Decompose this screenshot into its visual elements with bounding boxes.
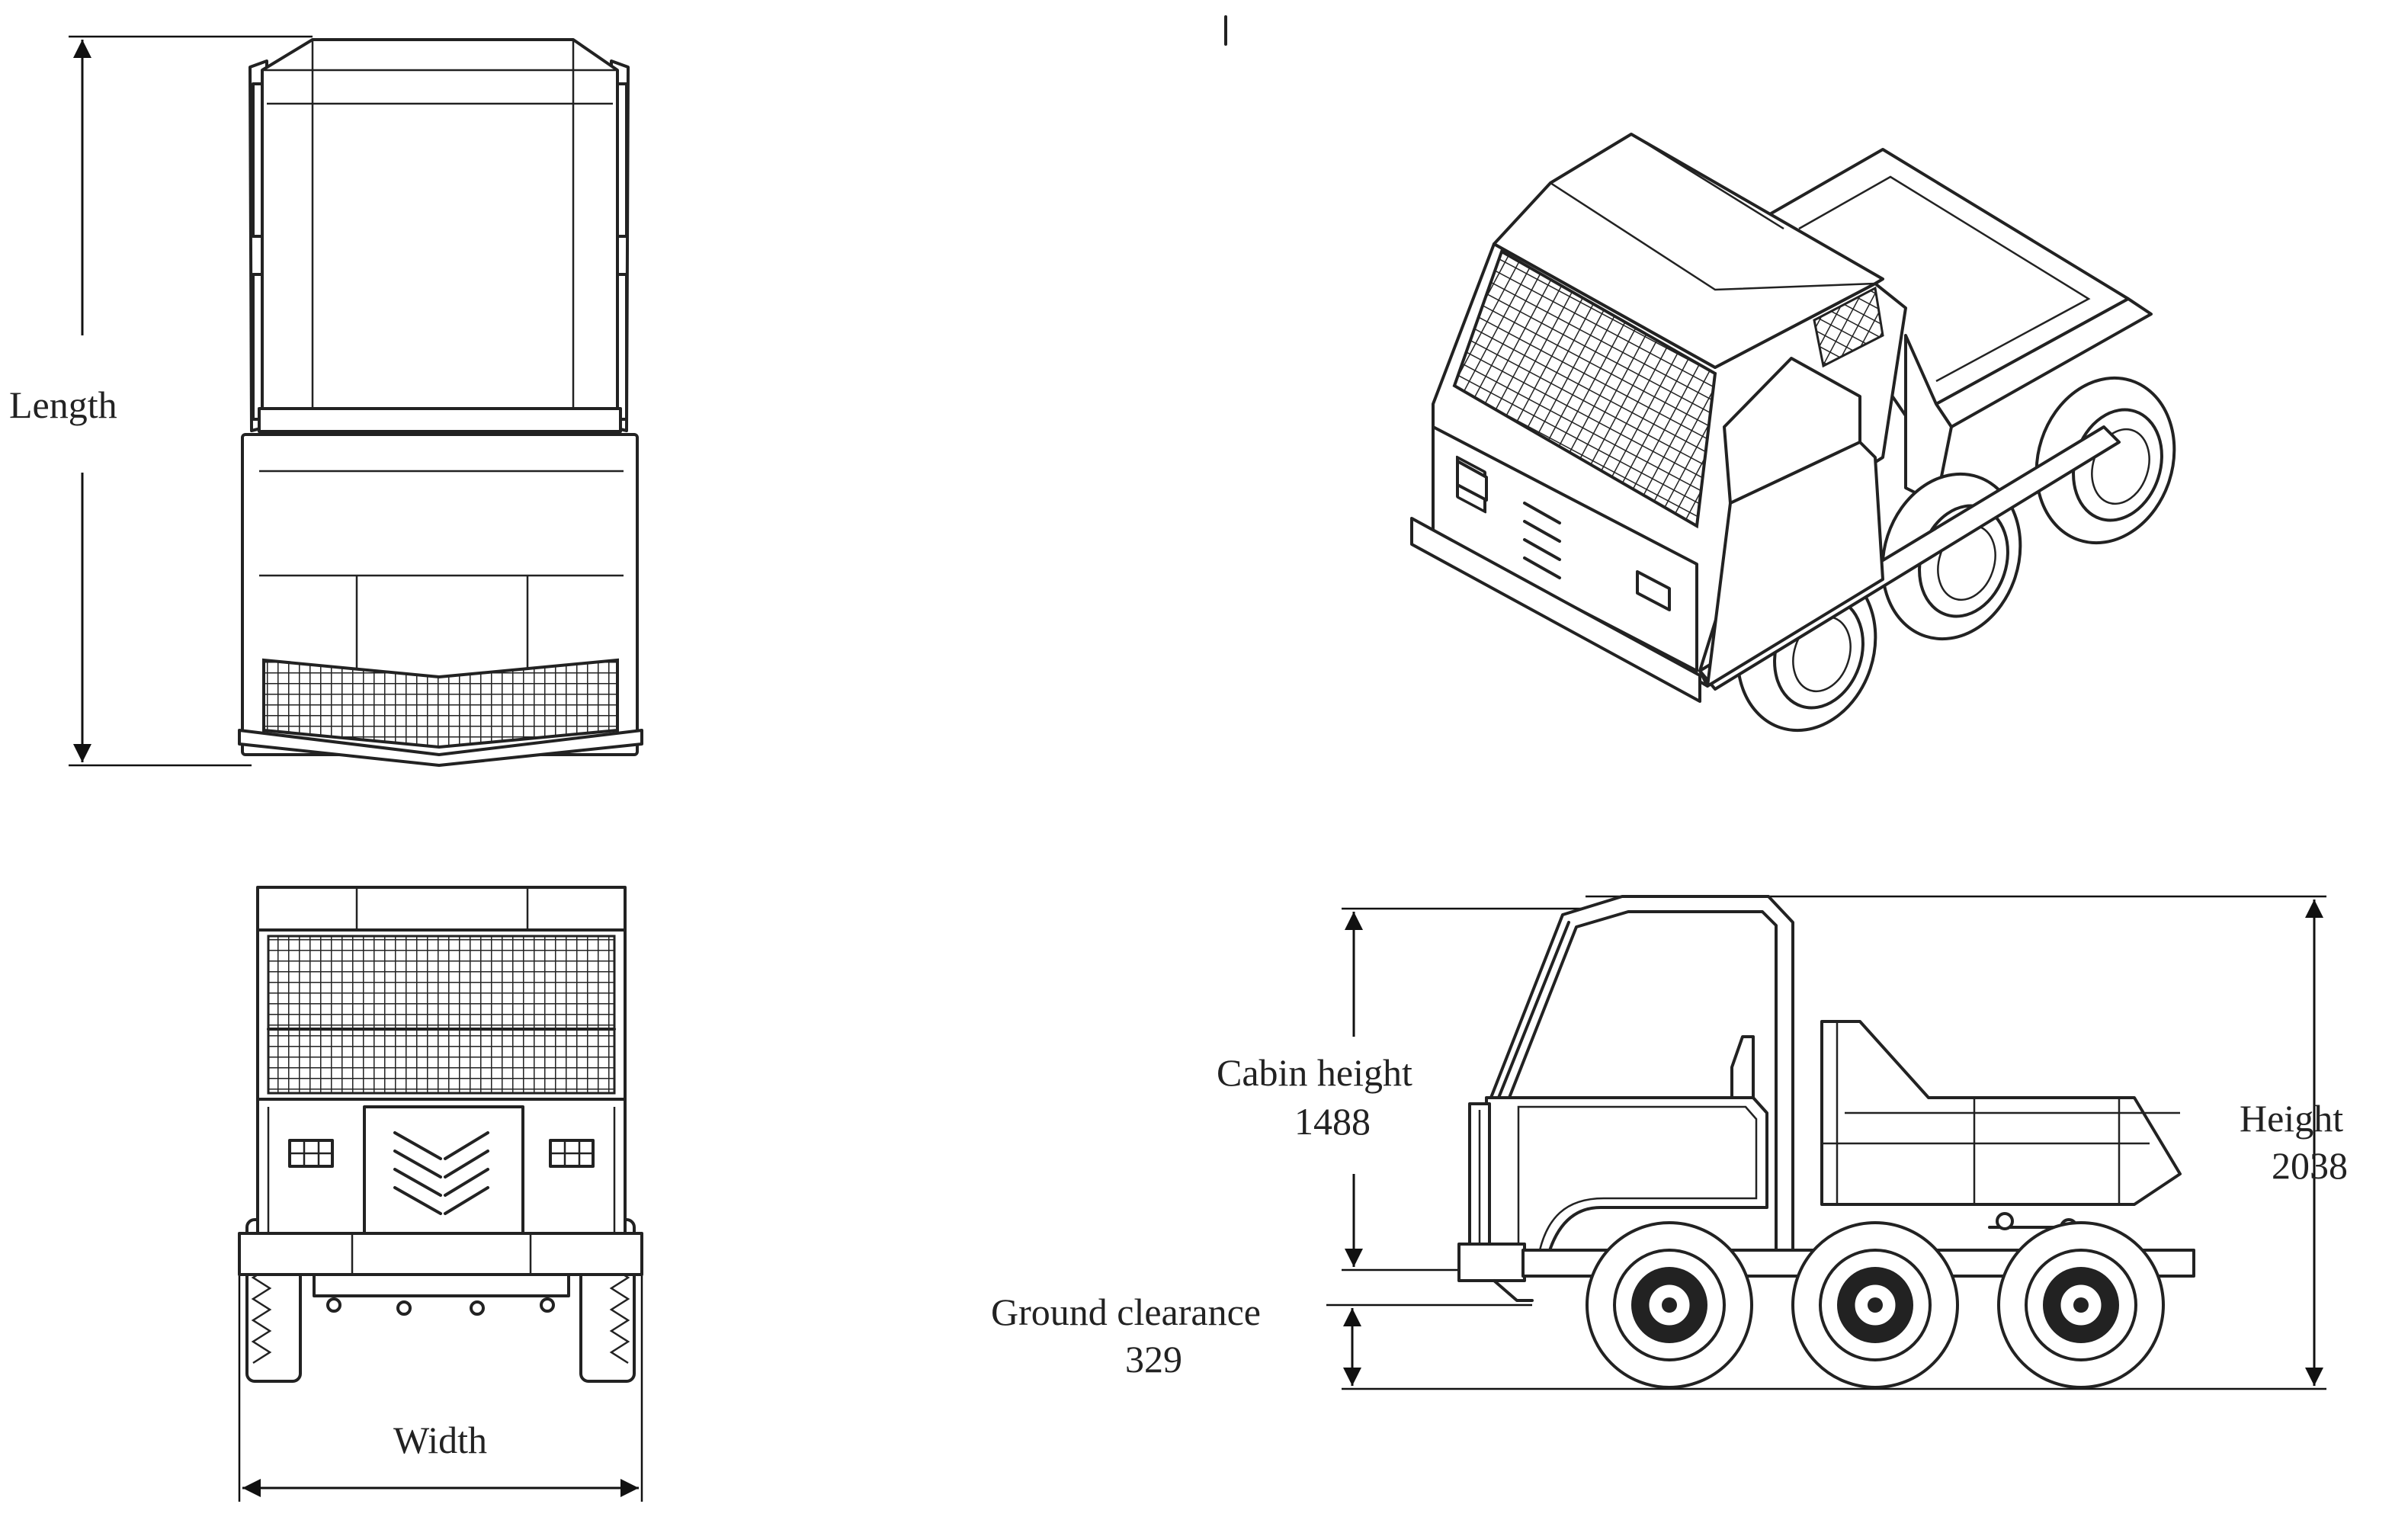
side-wheel-front bbox=[1586, 1221, 1753, 1389]
ground-clearance-label: Ground clearance bbox=[991, 1291, 1261, 1333]
length-label: Length bbox=[9, 383, 117, 426]
iso-wheel-rear bbox=[2034, 376, 2176, 545]
top-view: Length bbox=[9, 35, 643, 767]
height-label: Height bbox=[2240, 1097, 2343, 1140]
cabin-height-label: Cabin height bbox=[1217, 1051, 1412, 1094]
side-wheel-middle bbox=[1791, 1221, 1959, 1389]
ground-clearance-value: 329 bbox=[1125, 1338, 1182, 1381]
front-view: Width bbox=[238, 886, 643, 1502]
height-value: 2038 bbox=[2272, 1144, 2348, 1187]
side-wheel-rear bbox=[1997, 1221, 2165, 1389]
isometric-view bbox=[1410, 133, 2176, 733]
side-view: Height 2038 Cabin height 1488 Ground cle… bbox=[991, 895, 2348, 1390]
cabin-height-value: 1488 bbox=[1294, 1100, 1371, 1143]
width-label: Width bbox=[393, 1419, 487, 1461]
